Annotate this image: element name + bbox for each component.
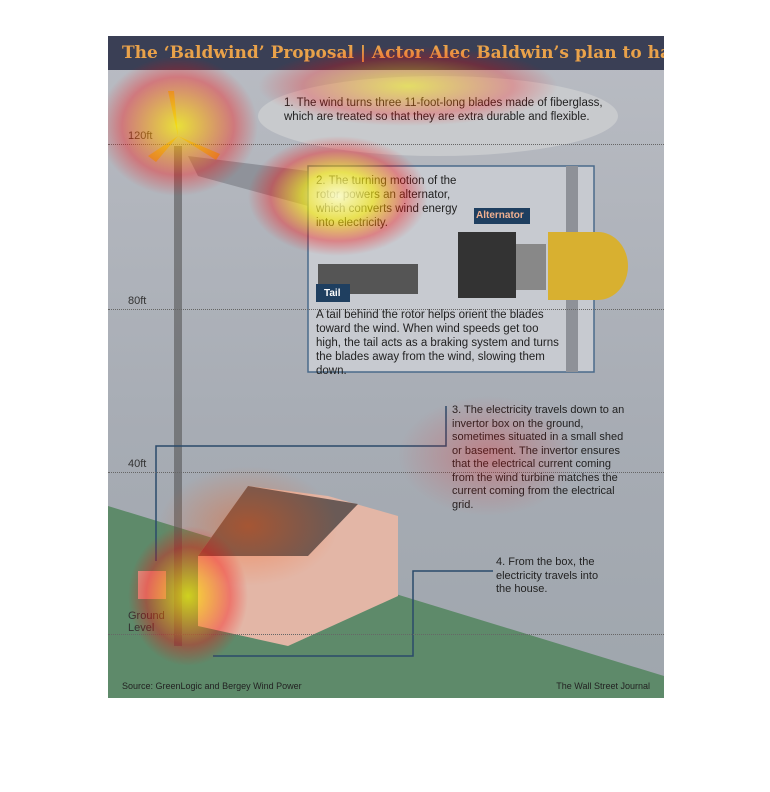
step-3-text: 3. The electricity travels down to an in…	[452, 404, 625, 511]
tower	[174, 146, 182, 646]
step-2-text: 2. The turning motion of the rotor power…	[316, 175, 458, 229]
tail-text: A tail behind the rotor helps orient the…	[316, 309, 559, 377]
source: Source: GreenLogic and Bergey Wind Power	[122, 681, 302, 691]
level-ground: Ground Level	[128, 610, 165, 634]
level-line	[108, 144, 664, 145]
level-120: 120ft	[128, 130, 153, 142]
level-40: 40ft	[128, 458, 147, 470]
step-4-text: 4. From the box, the electricity travels…	[496, 556, 599, 595]
tail-label: Tail	[324, 288, 341, 299]
infographic: The ‘Baldwind’ Proposal | Actor Alec Bal…	[108, 36, 664, 698]
rotor-hub	[548, 232, 628, 300]
level-line	[108, 634, 664, 635]
credit: The Wall Street Journal	[556, 681, 650, 691]
step-1-text: 1. The wind turns three 11-foot-long bla…	[284, 97, 603, 123]
page-title: The ‘Baldwind’ Proposal | Actor Alec Bal…	[108, 36, 664, 70]
invertor-box	[138, 571, 166, 599]
alternator-label: Alternator	[476, 210, 524, 221]
level-80: 80ft	[128, 295, 147, 307]
turbine-icon	[148, 91, 220, 162]
